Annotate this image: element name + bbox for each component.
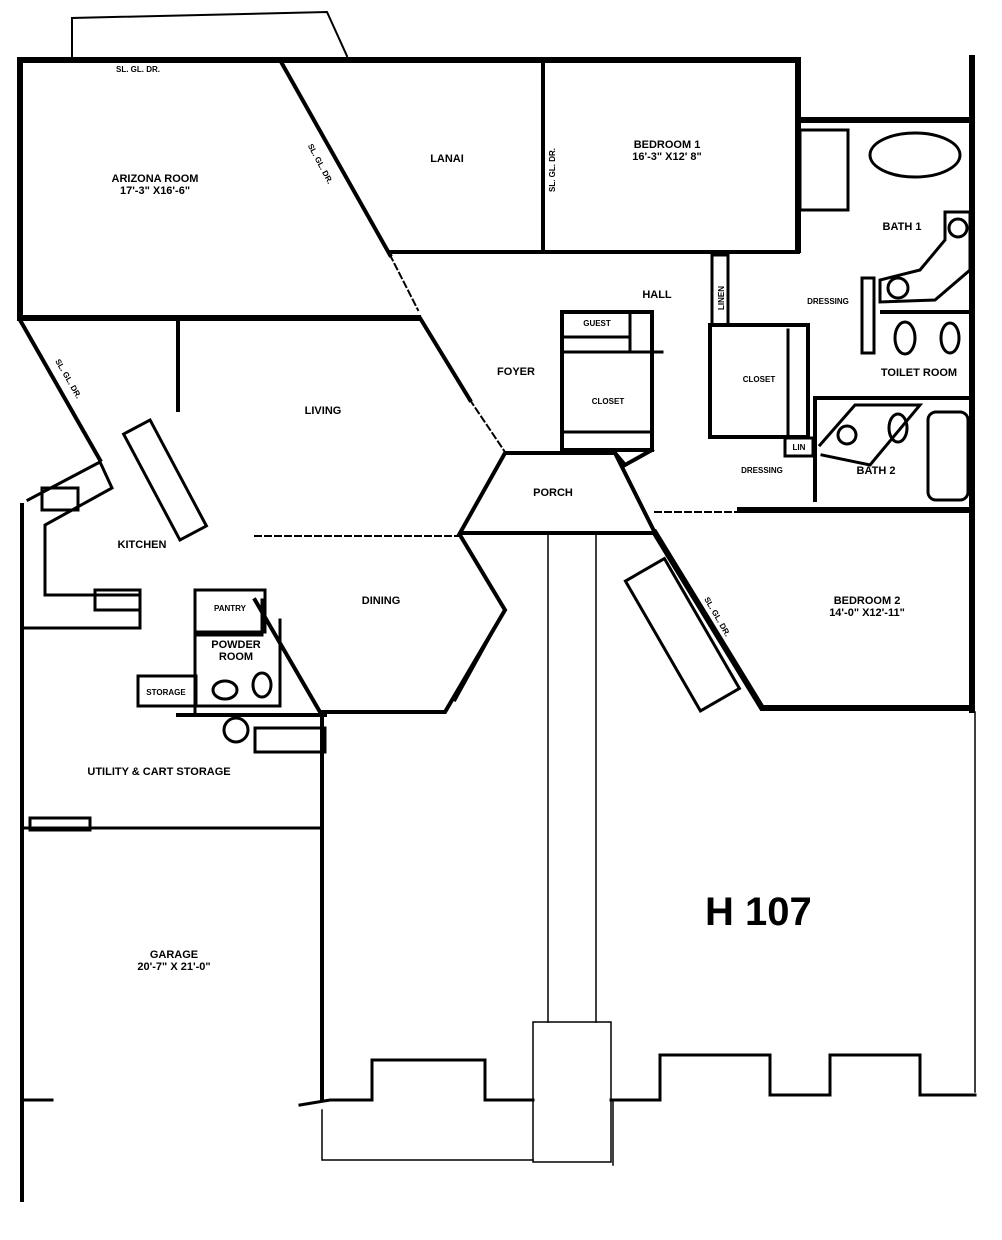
linen-label: LINEN [717, 286, 726, 310]
sl-gl-dr-label: SL. GL. DR. [548, 148, 557, 192]
garage-size: 20'-7" X 21'-0" [137, 961, 210, 973]
guest-label: GUEST [583, 319, 611, 328]
dining-walls [252, 532, 508, 714]
bidet-icon [939, 321, 961, 355]
closet-label: CLOSET [743, 375, 776, 384]
kitchen-counter [23, 459, 142, 630]
sink-icon [211, 679, 239, 701]
exterior-wall-north [17, 57, 801, 321]
garage-label: GARAGE [150, 949, 198, 961]
dressing-label: DRESSING [741, 466, 783, 475]
water-heater-icon [222, 716, 250, 744]
arizona-room-label: ARIZONA ROOM [112, 173, 199, 185]
bedroom2-walls [650, 528, 975, 711]
porch-corner [612, 447, 655, 468]
sl-gl-dr-label: SL. GL. DR. [116, 65, 160, 74]
closet-label: CLOSET [592, 397, 625, 406]
bedroom2-closet [623, 556, 742, 714]
sink-icon [836, 424, 858, 446]
lanai-diagonal-wall [277, 57, 393, 258]
bathtub-icon [926, 410, 970, 502]
bath2-north-wall [813, 396, 974, 502]
dining-label: DINING [362, 595, 401, 607]
walkway-gate [532, 1021, 612, 1163]
dining-window [452, 619, 501, 703]
fireplace-hearth [121, 417, 209, 543]
closet-right [708, 323, 810, 439]
courtyard-wall-right [609, 1053, 977, 1102]
range-icon [93, 588, 142, 612]
lanai-label: LANAI [430, 153, 464, 165]
powder-room-label: POWDER [211, 639, 261, 651]
kitchen-sl-gl-dr-wall [17, 317, 103, 463]
bedroom1-label: BEDROOM 1 [634, 139, 701, 151]
bedroom1-size: 16'-3" X12' 8" [632, 151, 701, 163]
porch-label: PORCH [533, 487, 573, 499]
kitchen-label: KITCHEN [118, 539, 167, 551]
kitchen-sink-icon [40, 486, 80, 512]
bedroom2-label: BEDROOM 2 [834, 595, 901, 607]
garage-step [28, 816, 92, 832]
arizona-room-size: 17'-3" X16'-6" [120, 185, 190, 197]
bathtub-icon [868, 131, 962, 179]
pantry-label: PANTRY [214, 604, 247, 613]
toilet-room-label: TOILET ROOM [881, 367, 957, 379]
pantry [193, 588, 267, 634]
open-edge [388, 253, 420, 312]
storage [136, 674, 198, 708]
courtyard-wall-left [298, 1058, 535, 1107]
powder-room-wall [193, 598, 264, 714]
washer-dryer-icon [253, 726, 327, 754]
living-north-wall [176, 316, 473, 403]
foyer-open-edge [468, 398, 507, 454]
hall-label: HALL [642, 289, 672, 301]
bath1-label: BATH 1 [883, 221, 922, 233]
living-label: LIVING [305, 405, 342, 417]
toilet-icon [893, 320, 917, 356]
toilet-icon [251, 671, 273, 699]
vanity-counter [878, 210, 972, 304]
sink-icon [886, 276, 910, 300]
bath2-label: BATH 2 [857, 465, 896, 477]
foyer-label: FOYER [497, 366, 535, 378]
toilet-icon [887, 412, 909, 444]
guest-closet-block [560, 310, 654, 452]
dressing-label: DRESSING [807, 297, 849, 306]
powder-room-east-wall [193, 618, 282, 708]
shower-icon [798, 128, 850, 212]
dressing-counter [860, 276, 876, 355]
lin-label: LIN [793, 443, 806, 452]
plan-id-label: H 107 [705, 890, 812, 934]
sl-gl-dr-label: SL. GL. DR. [53, 357, 83, 400]
utility-label: UTILITY & CART STORAGE [87, 766, 230, 778]
bath2-vanity [817, 403, 924, 467]
bedroom2-size: 14'-0" X12'-11" [829, 607, 905, 619]
roof-outline [71, 10, 349, 61]
step-outline [321, 1109, 534, 1161]
sink-icon [947, 217, 969, 239]
storage-label: STORAGE [146, 688, 186, 697]
powder-room-label-2: ROOM [219, 651, 253, 663]
